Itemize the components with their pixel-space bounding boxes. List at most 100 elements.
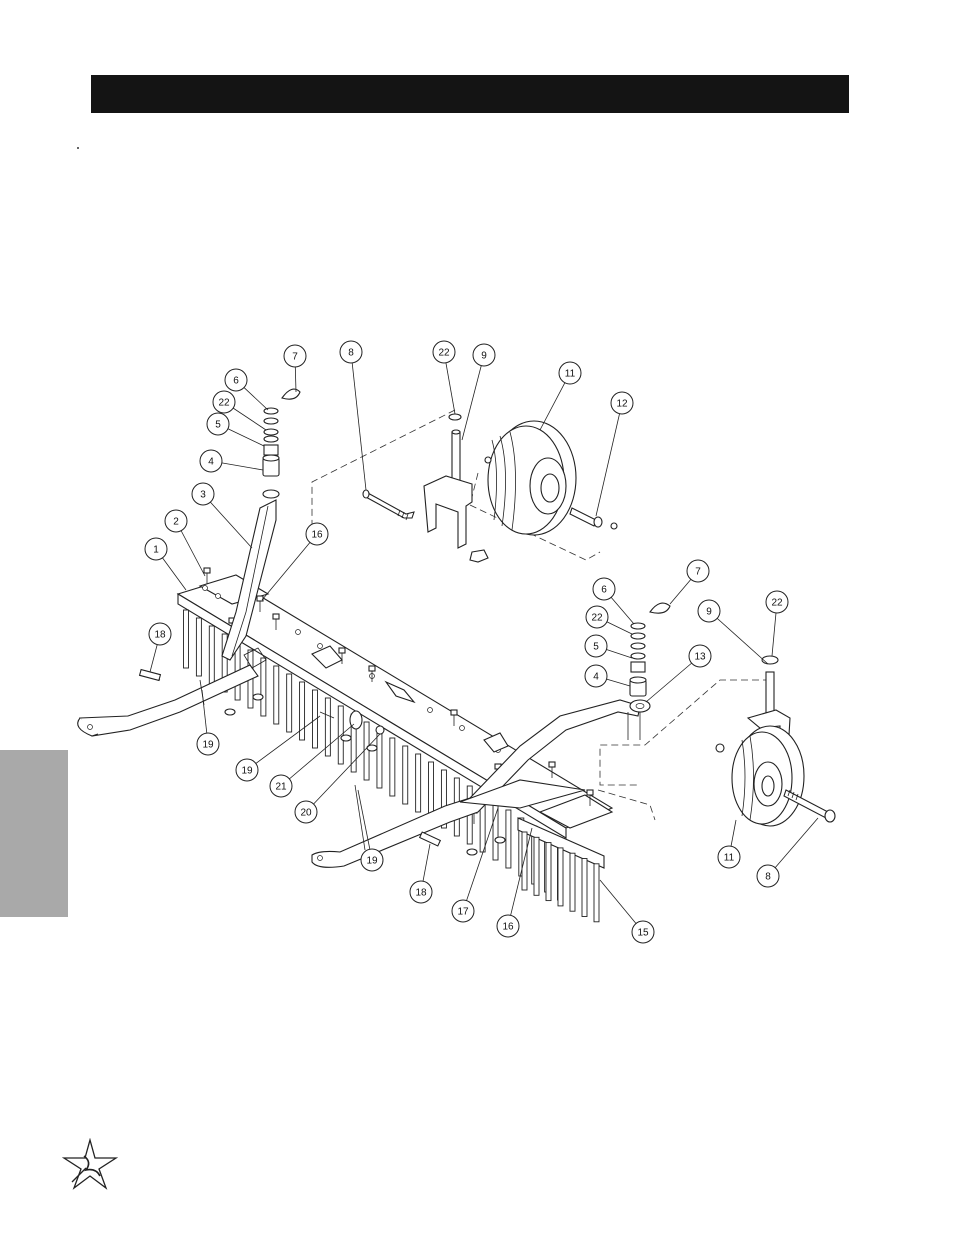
callout-leader — [246, 715, 321, 771]
end-tine — [521, 831, 528, 891]
callout-number: 22 — [771, 598, 783, 609]
side-tab — [0, 750, 68, 917]
callout-17: 17 — [451, 899, 475, 923]
lower-caster-assembly — [715, 655, 836, 827]
header-bar — [91, 75, 849, 113]
callout-9: 9 — [472, 343, 496, 367]
callout-7: 7 — [686, 559, 710, 583]
callout-leader — [305, 733, 381, 813]
callout-number: 6 — [233, 376, 239, 387]
callout-16: 16 — [496, 914, 520, 938]
callout-22: 22 — [585, 605, 609, 629]
callout-number: 11 — [724, 853, 735, 864]
bolt — [586, 789, 594, 806]
callout-number: 5 — [593, 642, 599, 653]
callout-number: 8 — [765, 872, 771, 883]
rake-tine — [402, 745, 409, 805]
callout-number: 20 — [300, 808, 312, 819]
thread-lines-upper — [397, 509, 409, 521]
callout-5: 5 — [206, 412, 230, 436]
callout-19: 19 — [360, 848, 384, 872]
callout-number: 2 — [173, 517, 179, 528]
callout-number: 13 — [694, 652, 706, 663]
callout-number: 19 — [241, 766, 253, 777]
callout-number: 4 — [208, 457, 214, 468]
assembly-guide-lines — [311, 409, 770, 821]
callout-number: 12 — [616, 399, 628, 410]
callout-8: 8 — [339, 340, 363, 364]
callout-2: 2 — [164, 509, 188, 533]
callout-18: 18 — [148, 622, 172, 646]
callout-22: 22 — [212, 390, 236, 414]
end-tine-plate — [517, 817, 605, 923]
bolt — [203, 567, 211, 584]
callout-number: 18 — [154, 630, 166, 641]
callout-number: 9 — [706, 607, 712, 618]
callout-15: 15 — [631, 920, 655, 944]
rake-tine — [440, 769, 447, 829]
callout-21: 21 — [269, 774, 293, 798]
end-tine — [533, 836, 540, 896]
end-tine — [545, 842, 552, 902]
callout-6: 6 — [224, 368, 248, 392]
callout-leader — [645, 655, 701, 703]
rake-tine — [324, 697, 331, 757]
left-hitch-tube — [77, 664, 259, 737]
callout-6: 6 — [592, 577, 616, 601]
upper-caster-assembly — [362, 413, 618, 563]
callout-number: 9 — [481, 351, 487, 362]
left-arm-bracket — [221, 388, 301, 661]
callout-number: 21 — [275, 782, 287, 793]
callout-number: 7 — [292, 352, 298, 363]
callout-5: 5 — [584, 634, 608, 658]
callout-11: 11 — [558, 361, 582, 385]
callout-1: 1 — [144, 537, 168, 561]
callout-leader — [357, 789, 373, 861]
callout-number: 19 — [202, 740, 214, 751]
callout-16: 16 — [305, 522, 329, 546]
callout-number: 22 — [218, 398, 230, 409]
rake-tine — [299, 681, 306, 741]
callout-4: 4 — [584, 664, 608, 688]
callout-13: 13 — [688, 644, 712, 668]
end-tine — [569, 852, 576, 912]
callout-leader — [202, 493, 253, 549]
rake-tine — [312, 689, 318, 749]
rake-tine — [389, 737, 396, 797]
callout-3: 3 — [191, 482, 215, 506]
callout-number: 22 — [438, 348, 450, 359]
end-tine — [593, 863, 600, 923]
callout-18: 18 — [409, 880, 433, 904]
end-tine — [557, 847, 564, 907]
callout-number: 15 — [637, 928, 649, 939]
right-pivot-stack — [629, 602, 671, 697]
callout-number: 8 — [348, 348, 354, 359]
rake-tine — [195, 617, 202, 677]
rake-tine — [376, 729, 383, 789]
callout-leader — [350, 351, 367, 491]
callout-number: 7 — [695, 567, 701, 578]
callout-number: 11 — [565, 369, 576, 380]
rake-tine — [415, 753, 422, 813]
rake-tine — [208, 625, 215, 685]
bolt — [338, 647, 346, 664]
callout-number: 1 — [153, 545, 159, 556]
callout-number: 16 — [502, 922, 514, 933]
callout-number: 4 — [593, 672, 599, 683]
callout-number: 18 — [415, 888, 427, 899]
callout-number: 6 — [601, 585, 607, 596]
callout-leader — [767, 817, 819, 877]
callout-12: 12 — [610, 391, 634, 415]
thread-lines-lower — [787, 789, 799, 801]
callout-leader — [462, 807, 499, 912]
callout-number: 19 — [366, 856, 378, 867]
right-hitch-tube — [311, 699, 651, 868]
rake-tine — [363, 721, 370, 781]
callout-22: 22 — [765, 590, 789, 614]
bolt — [368, 665, 376, 682]
callout-leader — [595, 402, 623, 517]
callout-number: 16 — [311, 530, 323, 541]
rake-tine — [260, 657, 267, 717]
callout-4: 4 — [199, 449, 223, 473]
